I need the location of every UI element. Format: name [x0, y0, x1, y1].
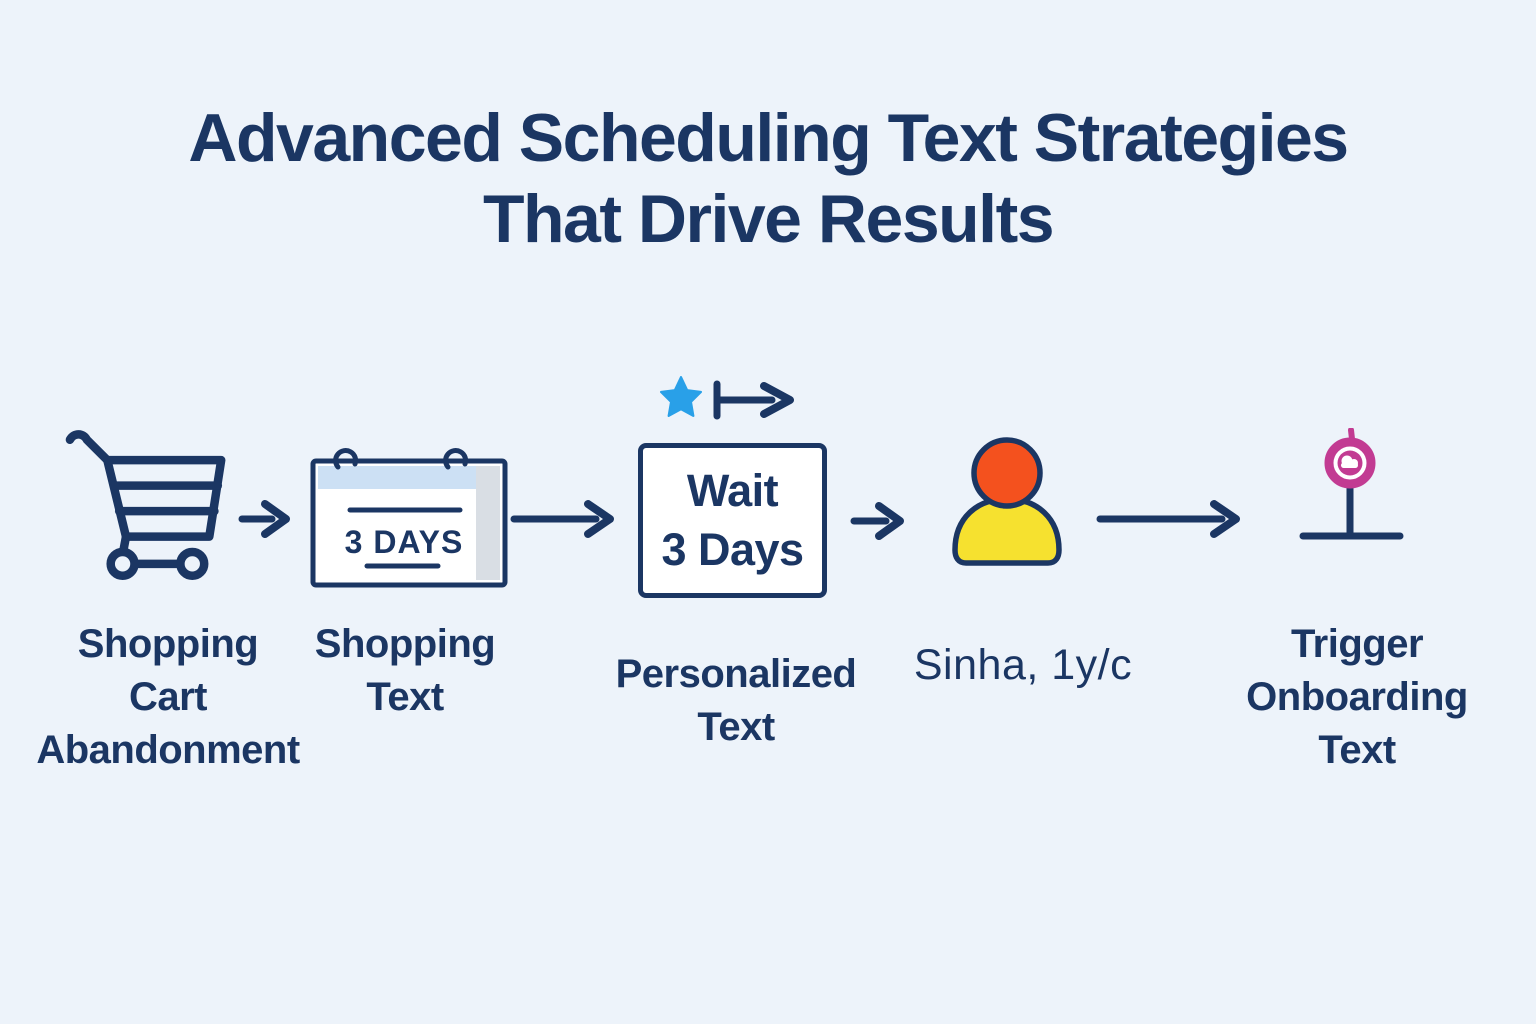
label-line: Text	[1318, 728, 1396, 772]
label-line: Sinha, 1y/c	[913, 641, 1133, 689]
label-line: Onboarding	[1246, 675, 1468, 719]
pin-marker-icon	[1299, 428, 1404, 540]
label-line: Trigger	[1290, 622, 1424, 666]
title-line-1: Advanced Scheduling Text Strategies	[188, 100, 1349, 176]
wait-box-line: Wait	[686, 465, 779, 516]
arrow-right-icon	[238, 500, 290, 538]
maps-to-arrow-icon	[713, 380, 794, 420]
infographic-title: Advanced Scheduling Text Strategies That…	[0, 98, 1536, 260]
label-line: Shopping	[77, 622, 259, 666]
step-label-shopping-text: Shopping Text	[275, 618, 535, 724]
step-label-shopping-cart-abandonment: Shopping Cart Abandonment	[8, 618, 328, 777]
step-label-trigger-onboarding-text: Trigger Onboarding Text	[1225, 618, 1489, 777]
star-icon	[660, 376, 702, 417]
label-line: Personalized	[615, 652, 857, 696]
wait-box: Wait 3 Days	[638, 443, 827, 598]
shopping-cart-icon	[65, 430, 226, 580]
arrow-right-icon	[1096, 500, 1240, 538]
label-line: Cart	[128, 675, 208, 719]
step-label-personalized-text: Personalized Text	[586, 648, 886, 754]
arrow-right-icon	[850, 502, 904, 540]
step-label-person: Sinha, 1y/c	[891, 640, 1155, 690]
label-line: Abandonment	[36, 728, 300, 772]
wait-box-line: 3 Days	[661, 524, 804, 575]
title-line-2: That Drive Results	[482, 181, 1055, 257]
arrow-right-icon	[510, 500, 614, 538]
person-icon	[952, 437, 1062, 566]
label-line: Text	[697, 705, 775, 749]
calendar-icon: 3 DAYS	[310, 448, 508, 588]
label-line: Text	[366, 675, 444, 719]
label-line: Shopping	[314, 622, 496, 666]
calendar-badge-text: 3 DAYS	[345, 524, 464, 560]
